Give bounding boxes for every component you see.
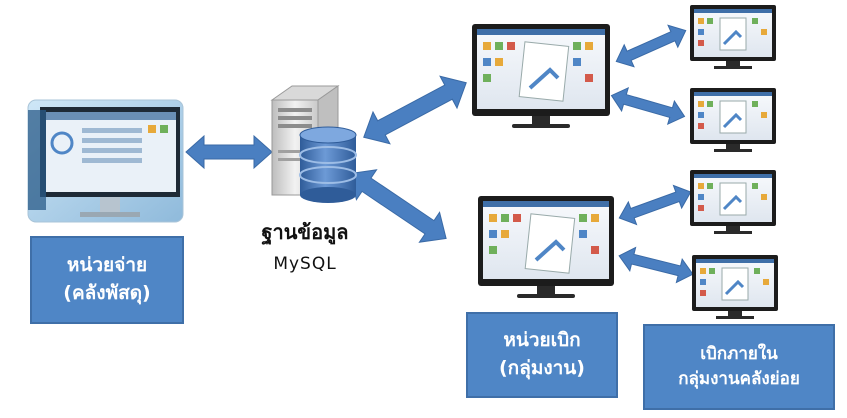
requesting-unit-line1: หน่วยเบิก <box>503 329 581 352</box>
monitor-icon <box>472 24 610 128</box>
issuing-unit-line1: หน่วยจ่าย <box>66 254 148 277</box>
issuing-unit-line2: (คลังพัสดุ) <box>63 282 151 304</box>
monitor-icon <box>478 196 614 298</box>
requesting-unit-box: หน่วยเบิก (กลุ่มงาน) <box>466 312 618 398</box>
sub-store-box: เบิกภายใน กลุ่มงานคลังย่อย <box>643 324 835 410</box>
database-caption: ฐานข้อมูล MySQL <box>240 216 370 274</box>
issuing-unit-box: หน่วยจ่าย (คลังพัสดุ) <box>30 236 184 324</box>
sub-store-line2: กลุ่มงานคลังย่อย <box>678 369 800 389</box>
sub-store-line1: เบิกภายใน <box>700 344 778 365</box>
monitor-icon <box>690 88 776 152</box>
arrow-workstation-to-db <box>185 134 273 170</box>
requesting-unit-line2: (กลุ่มงาน) <box>499 357 585 379</box>
arrow-bottom-monitor-to-sub3 <box>618 184 692 226</box>
database-name-th: ฐานข้อมูล <box>261 220 349 244</box>
monitor-icon <box>692 255 778 319</box>
arrow-bottom-monitor-to-sub4 <box>618 246 694 284</box>
arrow-top-monitor-to-sub1 <box>615 24 687 68</box>
arrow-db-to-requesting-top <box>363 75 467 145</box>
issuing-workstation-photo <box>27 99 184 223</box>
arrow-db-to-requesting-bottom <box>349 169 447 243</box>
monitor-icon <box>690 170 776 234</box>
database-name-en: MySQL <box>273 254 337 274</box>
monitor-icon <box>690 5 776 69</box>
database-icon <box>299 126 357 203</box>
arrow-top-monitor-to-sub2 <box>610 86 686 126</box>
